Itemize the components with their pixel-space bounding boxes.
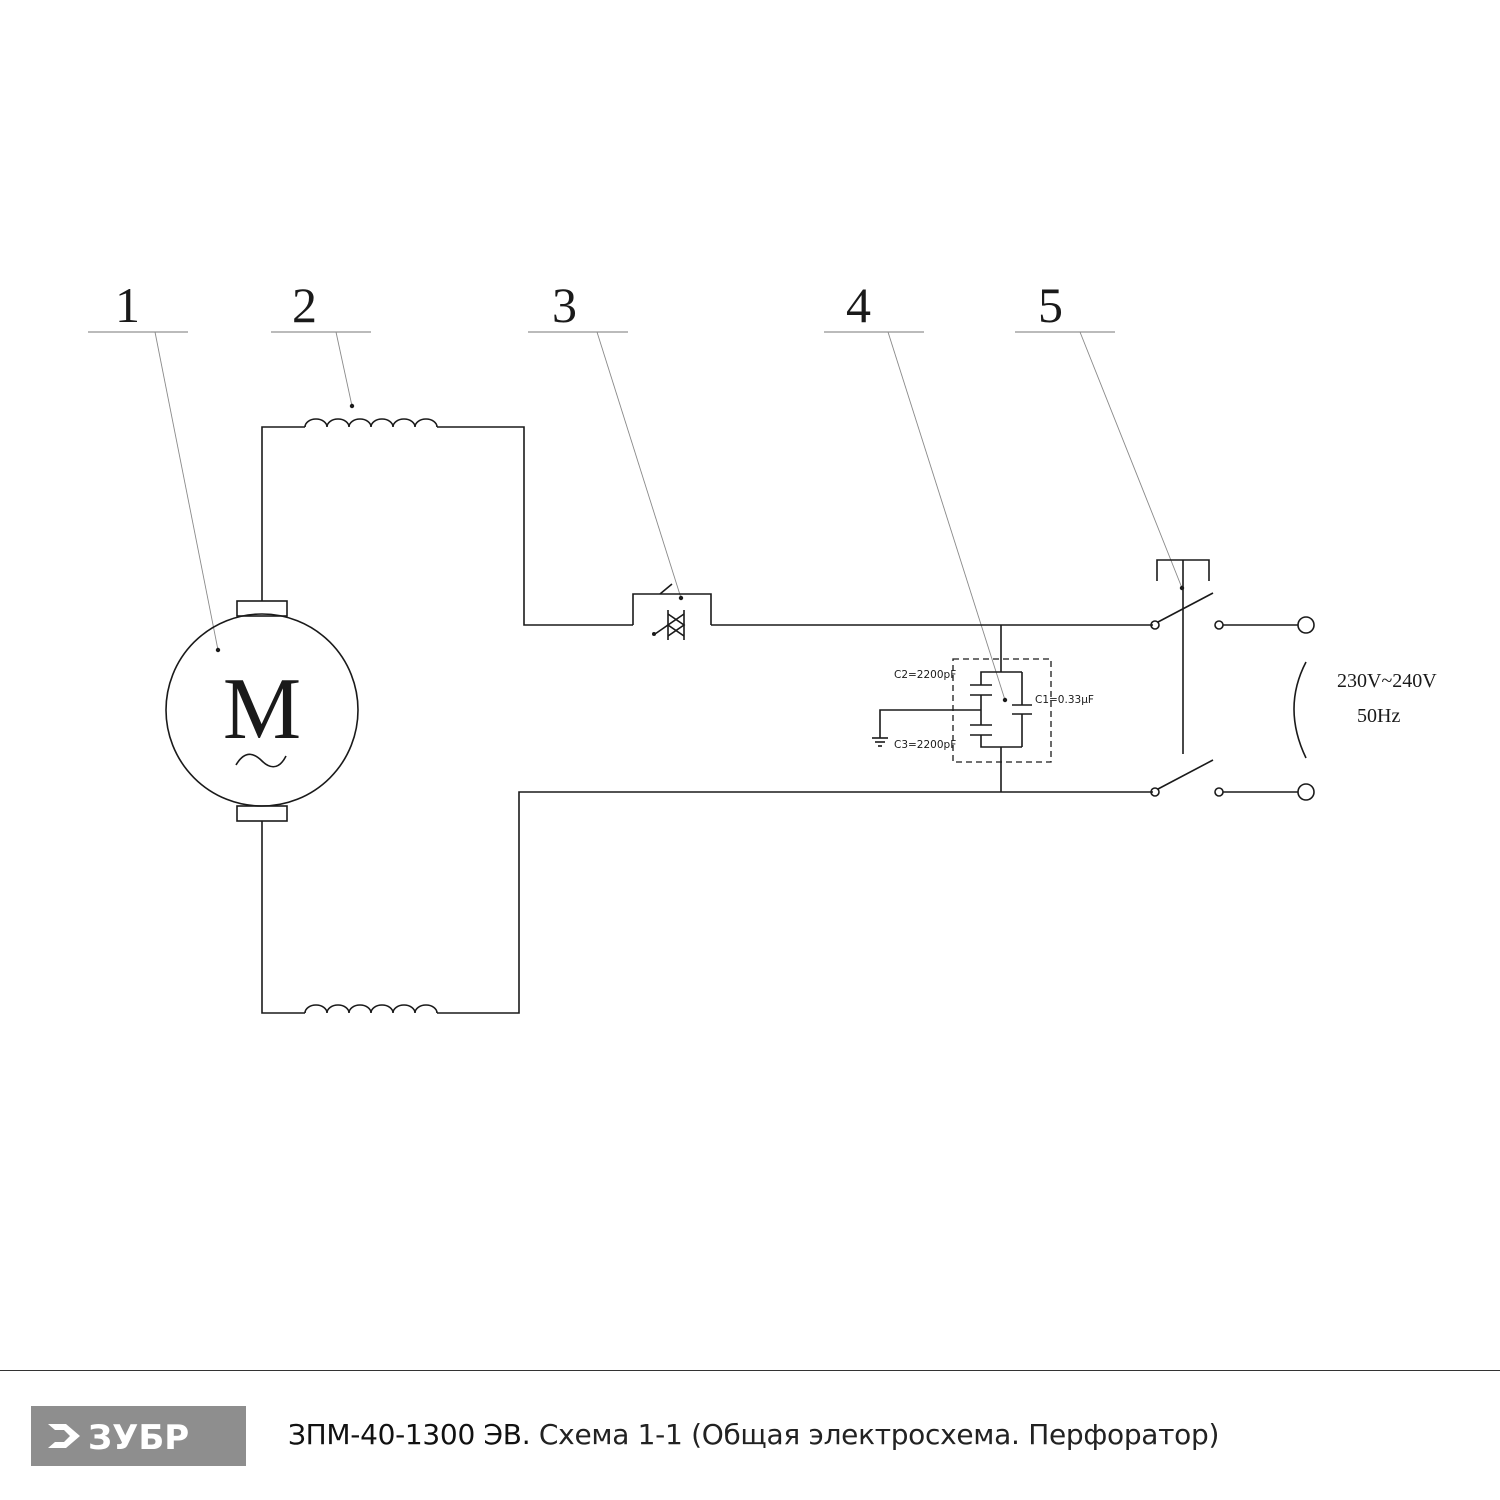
callout-1-number: 1: [115, 277, 140, 333]
motor-letter: M: [223, 661, 301, 758]
callout-4: 4: [824, 277, 924, 333]
ac-symbol-icon: [235, 753, 287, 768]
callout-4-number: 4: [846, 277, 871, 333]
supply-frequency: 50Hz: [1357, 705, 1400, 727]
mains-terminals: 230V~240V 50Hz: [1293, 616, 1437, 801]
supply-brace-icon: [1293, 661, 1307, 759]
motor: M: [165, 600, 359, 822]
supply-voltage: 230V~240V: [1337, 670, 1437, 692]
c2-label: C2=2200pF: [894, 669, 956, 681]
terminal-l-icon: [1297, 616, 1315, 634]
field-winding-lower: [261, 791, 1153, 1014]
footer-divider: [0, 1370, 1500, 1371]
c1-label: C1=0.33µF: [1035, 694, 1094, 706]
page-title: ЗПМ-40-1300 ЭВ. Схема 1-1 (Общая электро…: [288, 1418, 1219, 1451]
suppression-filter: C2=2200pF C3=2200pF C1=0.33µF: [872, 625, 1094, 792]
terminal-n-icon: [1297, 783, 1315, 801]
callout-5: 5: [1015, 277, 1115, 333]
callout-1: 1: [88, 277, 188, 333]
callout-2: 2: [271, 277, 371, 333]
model-name: ЗПМ-40-1300 ЭВ.: [288, 1418, 531, 1451]
field-winding-upper: [261, 418, 633, 626]
leader-lines: [154, 331, 1185, 703]
zubr-logo-icon: ЗУБР: [47, 1418, 189, 1456]
speed-regulator-triac: [632, 583, 1153, 640]
callout-3-number: 3: [552, 277, 577, 333]
scheme-description: Схема 1-1 (Общая электросхема. Перфорато…: [530, 1418, 1220, 1451]
callout-2-number: 2: [292, 277, 317, 333]
ground-icon: [872, 737, 888, 747]
power-switch: [1150, 559, 1298, 797]
circuit-diagram: 1 2 3 4 5 M: [88, 277, 1437, 1014]
c3-label: C3=2200pF: [894, 739, 956, 751]
callout-5-number: 5: [1038, 277, 1063, 333]
callout-3: 3: [528, 277, 628, 333]
brand-logo: ЗУБР: [31, 1406, 246, 1466]
logo-text: ЗУБР: [88, 1418, 189, 1456]
